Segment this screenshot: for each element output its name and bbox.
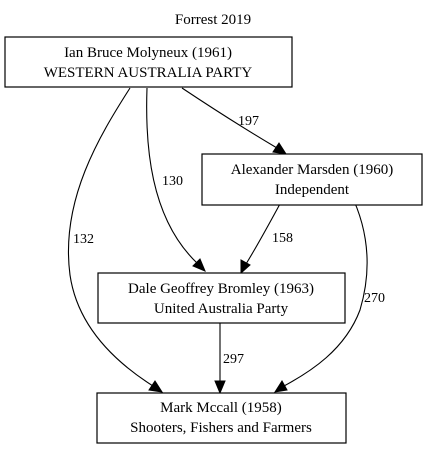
node-name: Alexander Marsden (1960) bbox=[231, 162, 393, 178]
node-party: WESTERN AUSTRALIA PARTY bbox=[44, 65, 253, 81]
node-marsden: Alexander Marsden (1960) Independent bbox=[201, 153, 423, 206]
edge-marsden-mccall: 270 bbox=[273, 177, 385, 393]
edges: 197 130 132 158 270 bbox=[67, 87, 385, 395]
node-molyneux: Ian Bruce Molyneux (1961) WESTERN AUSTRA… bbox=[4, 36, 293, 88]
node-party: Shooters, Fishers and Farmers bbox=[130, 420, 312, 436]
edge-label: 297 bbox=[223, 352, 244, 367]
edge-label: 197 bbox=[238, 114, 259, 129]
diagram-title: Forrest 2019 bbox=[175, 12, 251, 28]
node-name: Mark Mccall (1958) bbox=[160, 400, 282, 416]
node-party: United Australia Party bbox=[154, 301, 289, 317]
edge-molyneux-mccall: 132 bbox=[67, 87, 164, 393]
node-bromley: Dale Geoffrey Bromley (1963) United Aust… bbox=[97, 272, 346, 324]
node-mccall: Mark Mccall (1958) Shooters, Fishers and… bbox=[96, 392, 347, 444]
edge-label: 130 bbox=[162, 174, 183, 189]
edge-label: 270 bbox=[364, 291, 385, 306]
edge-label: 132 bbox=[73, 232, 94, 247]
edge-label: 158 bbox=[272, 231, 293, 246]
edge-molyneux-bromley: 130 bbox=[146, 87, 206, 272]
edge-molyneux-marsden: 197 bbox=[181, 87, 288, 155]
node-name: Ian Bruce Molyneux (1961) bbox=[64, 45, 232, 61]
node-party: Independent bbox=[275, 182, 350, 198]
node-name: Dale Geoffrey Bromley (1963) bbox=[128, 281, 314, 297]
edge-bromley-mccall: 297 bbox=[214, 322, 244, 395]
